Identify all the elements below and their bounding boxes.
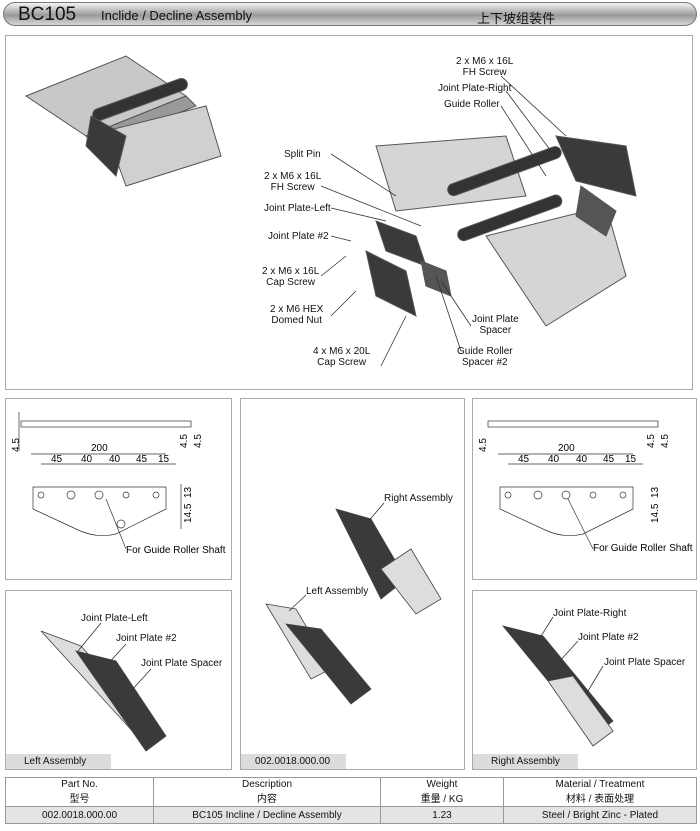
table-row: 002.0018.000.00 BC105 Incline / Decline … bbox=[5, 806, 697, 824]
label-joint-plate-right: Joint Plate-Right bbox=[553, 608, 627, 619]
assembly-pair-drawing bbox=[265, 502, 442, 705]
callout-guide-roller: Guide Roller bbox=[444, 99, 500, 110]
cell-material: Steel / Bright Zinc - Plated bbox=[503, 806, 697, 824]
dimension-svg: 4.5 4.5 4.5 200 45 40 40 45 15 13 14.5 F… bbox=[478, 420, 693, 554]
dim-thickness-3: 4.5 bbox=[193, 434, 204, 448]
cell-part-no: 002.0018.000.00 bbox=[5, 806, 154, 824]
header-bar: BC105 Inclide / Decline Assembly 上下坡组装件 bbox=[3, 2, 697, 26]
callout-joint-plate-right: Joint Plate-Right bbox=[438, 83, 512, 94]
right-assembly-panel: Joint Plate-Right Joint Plate #2 Joint P… bbox=[472, 590, 697, 770]
part-number-caption: 002.0018.000.00 bbox=[241, 754, 346, 769]
dim-thickness: 4.5 bbox=[478, 438, 489, 452]
dimension-drawing-left: 4.5 4.5 4.5 200 45 40 40 45 15 13 14.5 F… bbox=[5, 398, 232, 580]
label-joint-plate-spacer: Joint Plate Spacer bbox=[141, 658, 223, 669]
right-assembly-drawing bbox=[501, 616, 614, 747]
dim-40: 40 bbox=[548, 454, 560, 465]
dim-thickness-3: 4.5 bbox=[660, 434, 671, 448]
dim-13: 13 bbox=[650, 486, 661, 498]
dim-45: 45 bbox=[51, 454, 63, 465]
dim-45b: 45 bbox=[136, 454, 148, 465]
header-part-no: Part No.型号 bbox=[5, 777, 154, 807]
product-title: Inclide / Decline Assembly bbox=[101, 8, 253, 23]
cell-description: BC105 Incline / Decline Assembly bbox=[153, 806, 381, 824]
dim-45: 45 bbox=[518, 454, 530, 465]
dim-thickness-2: 4.5 bbox=[179, 434, 190, 448]
dim-15: 15 bbox=[158, 454, 170, 465]
dim-40b: 40 bbox=[576, 454, 588, 465]
dimension-svg: 4.5 4.5 4.5 200 45 40 40 45 15 13 14.5 F… bbox=[11, 412, 226, 556]
dim-40: 40 bbox=[81, 454, 93, 465]
dim-14-5: 14.5 bbox=[183, 503, 194, 523]
product-code: BC105 bbox=[18, 4, 77, 25]
dim-overall: 200 bbox=[558, 443, 575, 454]
product-title-cn: 上下坡组装件 bbox=[477, 11, 556, 26]
dim-thickness-2: 4.5 bbox=[646, 434, 657, 448]
dim-thickness: 4.5 bbox=[11, 438, 22, 452]
dim-15: 15 bbox=[625, 454, 637, 465]
left-assembly-label: Left Assembly bbox=[306, 586, 369, 597]
label-joint-plate-2: Joint Plate #2 bbox=[578, 632, 639, 643]
dim-45b: 45 bbox=[603, 454, 615, 465]
left-assembly-drawing bbox=[40, 622, 167, 752]
dim-overall: 200 bbox=[91, 443, 108, 454]
cell-weight: 1.23 bbox=[380, 806, 504, 824]
dimension-drawing-right: 4.5 4.5 4.5 200 45 40 40 45 15 13 14.5 F… bbox=[472, 398, 697, 580]
dim-13: 13 bbox=[183, 486, 194, 498]
assembly-pair-panel: Right Assembly Left Assembly 002.0018.00… bbox=[240, 398, 465, 770]
right-assembly-caption: Right Assembly bbox=[473, 754, 578, 769]
label-joint-plate-2: Joint Plate #2 bbox=[116, 633, 177, 644]
callout-joint-plate-2: Joint Plate #2 bbox=[268, 231, 329, 242]
right-assembly-label: Right Assembly bbox=[384, 493, 453, 504]
guide-roller-shaft-note: For Guide Roller Shaft bbox=[593, 543, 693, 554]
guide-roller-shaft-note: For Guide Roller Shaft bbox=[126, 545, 226, 556]
label-joint-plate-spacer: Joint Plate Spacer bbox=[604, 657, 686, 668]
left-assembly-caption: Left Assembly bbox=[6, 754, 111, 769]
label-joint-plate-left: Joint Plate-Left bbox=[81, 613, 148, 624]
dim-40b: 40 bbox=[109, 454, 121, 465]
exploded-view-drawing bbox=[24, 55, 637, 367]
callout-split-pin: Split Pin bbox=[284, 149, 321, 160]
dim-14-5: 14.5 bbox=[650, 503, 661, 523]
callout-joint-plate-left: Joint Plate-Left bbox=[264, 203, 331, 214]
left-assembly-panel: Joint Plate-Left Joint Plate #2 Joint Pl… bbox=[5, 590, 232, 770]
